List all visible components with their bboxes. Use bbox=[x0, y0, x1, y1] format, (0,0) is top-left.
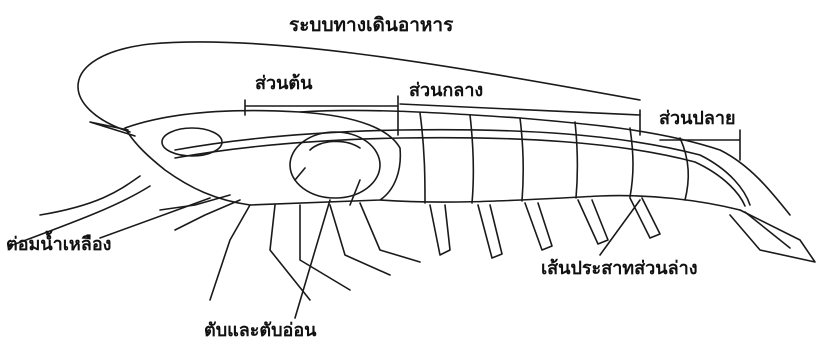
antenna-lower bbox=[40, 176, 140, 215]
label-foregut: ส่วนต้น bbox=[255, 75, 312, 93]
pleopods bbox=[430, 205, 450, 255]
walking-legs bbox=[210, 205, 250, 300]
foregut-bracket bbox=[245, 96, 398, 135]
digestive-tract bbox=[175, 130, 750, 205]
label-hindgut: ส่วนปลาย bbox=[659, 110, 736, 128]
label-lymphoid-organ: ต่อมน้ำเหลือง bbox=[6, 236, 111, 254]
carapace bbox=[125, 111, 400, 205]
nerve-pointer bbox=[600, 200, 640, 255]
label-hepatopancreas: ตับและตับอ่อน bbox=[204, 322, 316, 340]
rostrum bbox=[90, 122, 135, 136]
label-midgut: ส่วนกลาง bbox=[409, 82, 483, 100]
label-ventral-nerve-cord: เส้นประสาทส่วนล่าง bbox=[541, 260, 698, 278]
tail-fan bbox=[730, 210, 815, 262]
diagram-title: ระบบทางเดินอาหาร bbox=[289, 16, 453, 35]
